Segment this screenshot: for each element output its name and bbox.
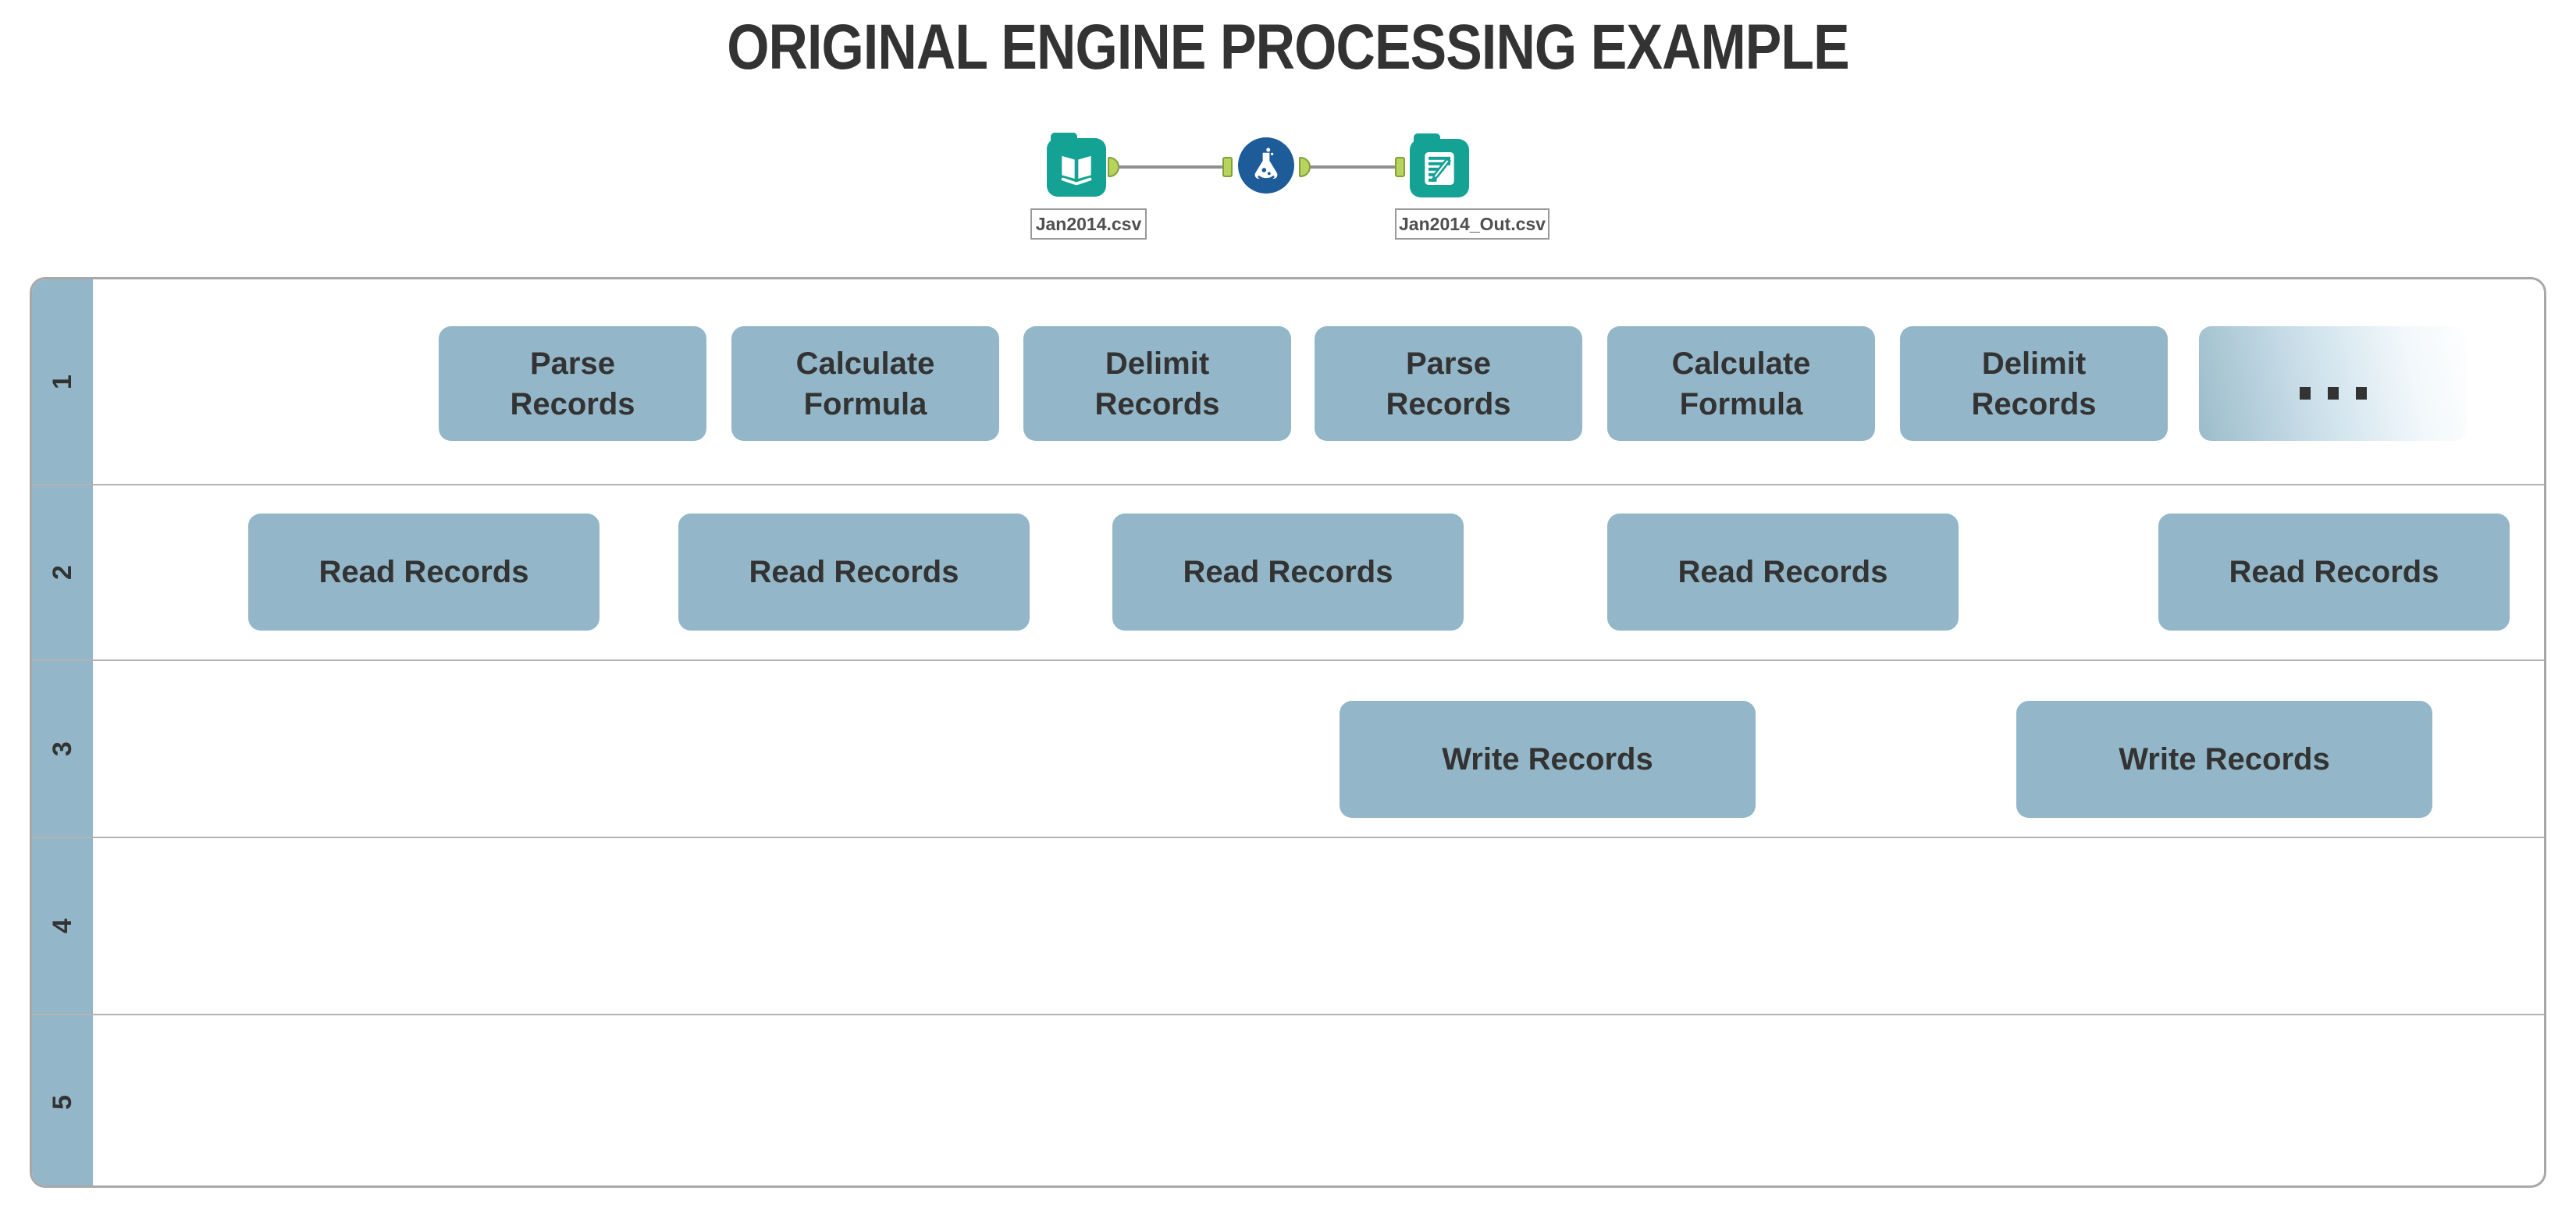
lane-5: 5 [32,1014,2544,1185]
input-file-label: Jan2014.csv [1030,208,1147,240]
lane-3: 3 Write Records Write Records [32,659,2544,837]
process-box: Read Records [248,514,600,631]
output-data-tool [1410,133,1469,197]
lane-2: 2 Read Records Read Records Read Records… [32,484,2544,659]
open-book-icon [1061,155,1092,185]
process-box: Read Records [678,514,1030,631]
output-file-label: Jan2014_Out.csv [1395,208,1550,240]
lane-body [93,1015,2544,1185]
page-title: ORIGINAL ENGINE PROCESSING EXAMPLE [727,12,1849,83]
output-anchor [1299,157,1311,177]
connector-line [1118,165,1224,169]
flask-icon [1254,148,1278,180]
lane-body: Read Records Read Records Read Records R… [93,485,2544,659]
lane-number: 3 [32,661,93,837]
input-data-tool [1047,133,1106,197]
lane-number: 4 [32,838,93,1014]
connector-line [1310,165,1397,169]
process-box: Delimit Records [1023,326,1291,441]
process-box: Parse Records [439,326,706,441]
ellipsis-box [2199,326,2467,441]
process-box: Read Records [1112,514,1464,631]
input-anchor [1395,157,1405,177]
process-box: Read Records [1607,514,1959,631]
process-box: Read Records [2158,514,2510,631]
input-anchor [1222,157,1233,177]
formula-tool [1238,137,1294,194]
lane-number: 2 [32,485,93,659]
lane-1: 1 Parse Records Calculate Formula Delimi… [32,279,2544,484]
lane-number: 1 [32,279,93,484]
lane-4: 4 [32,837,2544,1014]
process-box: Delimit Records [1900,326,2168,441]
swimlane-container: 1 Parse Records Calculate Formula Delimi… [30,277,2546,1188]
process-box: Write Records [1340,701,1756,818]
lane-body: Parse Records Calculate Formula Delimit … [93,279,2544,484]
lane-body: Write Records Write Records [93,661,2544,837]
process-box: Write Records [2016,701,2432,818]
lane-body [93,838,2544,1014]
lane-number: 5 [32,1015,93,1185]
ellipsis-dots [2299,386,2367,400]
process-box: Calculate Formula [731,326,999,441]
workflow-diagram: Jan2014.csv Jan2014_Out.csv [1030,133,1561,247]
process-box: Calculate Formula [1607,326,1875,441]
process-box: Parse Records [1315,326,1582,441]
document-pencil-icon [1425,151,1454,185]
